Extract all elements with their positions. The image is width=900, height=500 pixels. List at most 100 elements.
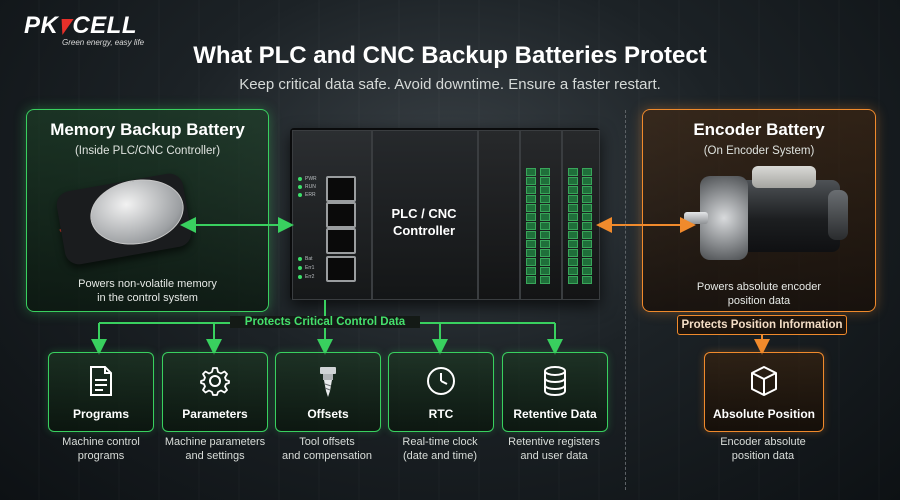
desc-line: Encoder absolute [720,436,806,448]
desc-line: Real-time clock [402,436,478,448]
database-icon [503,365,607,402]
terminal-block [540,168,550,176]
encoder-battery-desc-line1: Powers absolute encoder [696,281,822,293]
led-label: PWR [305,176,317,182]
terminal-block [526,240,536,248]
terminal-block [568,240,578,248]
plc-label-line1: PLC / CNC [391,206,457,221]
motor-end-cap [828,190,848,240]
desc-line: Machine parameters [164,436,266,448]
terminal-block [540,258,550,266]
terminal-block [568,222,578,230]
protects-position-label: Protects Position Information [677,315,847,335]
page-subtitle: Keep critical data safe. Avoid downtime.… [239,76,661,93]
terminal-block [582,231,592,239]
status-led [298,275,302,279]
status-led [298,266,302,270]
terminal-block [568,204,578,212]
terminal-block [568,186,578,194]
led-label: Err2 [305,274,315,280]
terminal-block [526,231,536,239]
terminal-block [582,222,592,230]
card-desc: Real-time clock(date and time) [375,436,505,463]
terminal-block [582,168,592,176]
terminal-block [526,213,536,221]
terminal-block [540,213,550,221]
desc-line: Machine control [62,436,140,448]
ethernet-port [326,176,356,202]
card-title: Absolute Position [713,407,815,421]
terminal-block [568,276,578,284]
terminal-block [540,276,550,284]
desc-line: position data [731,449,795,462]
card-title: Parameters [182,407,248,421]
encoder-battery-subtitle: (On Encoder System) [703,145,815,157]
terminal-block [540,195,550,203]
status-led [298,193,302,197]
tool-icon [276,365,380,404]
terminal-block [568,177,578,185]
terminal-block [568,168,578,176]
desc-line: and user data [520,449,588,462]
cube-icon [705,365,823,402]
terminal-block [568,195,578,203]
terminal-block [582,195,592,203]
terminal-block [582,267,592,275]
section-divider [625,110,626,490]
memory-battery-desc-line2: in the control system [97,292,198,304]
terminal-block [526,195,536,203]
brand-tagline: Green energy, easy life [62,38,145,47]
card-rtc: RTC [388,352,494,432]
ethernet-port [326,202,356,228]
terminal-block [526,276,536,284]
terminal-block [568,231,578,239]
desc-line: programs [77,449,125,462]
encoder-battery-pack [752,166,816,188]
plc-controller-label: PLC / CNC Controller [372,205,476,239]
terminal-block [568,267,578,275]
terminal-block [540,186,550,194]
terminal-block [526,186,536,194]
status-led [298,185,302,189]
led-label: RUN [305,184,316,190]
terminal-block [526,222,536,230]
status-led [298,257,302,261]
clock-icon [389,365,493,402]
plc-io-module [478,130,520,300]
terminal-block [582,240,592,248]
logo-text-post: CELL [72,12,138,39]
terminal-block [540,240,550,248]
terminal-block [582,258,592,266]
terminal-block [568,258,578,266]
terminal-block [582,276,592,284]
terminal-block [582,213,592,221]
card-title: Retentive Data [513,407,597,421]
terminal-block [582,249,592,257]
page-title: What PLC and CNC Backup Batteries Protec… [193,42,707,69]
protects-control-label: Protects Critical Control Data [230,316,420,328]
card-title: Offsets [307,407,349,421]
terminal-block [526,168,536,176]
desc-line: Retentive registers [508,436,600,448]
terminal-block [540,249,550,257]
terminal-block [526,249,536,257]
terminal-block [526,177,536,185]
terminal-block [540,231,550,239]
terminal-block [540,204,550,212]
memory-battery-title: Memory Backup Battery [50,120,245,139]
card-retentive-data: Retentive Data [502,352,608,432]
encoder-battery-title: Encoder Battery [693,120,825,139]
terminal-block [582,186,592,194]
document-icon [49,365,153,402]
terminal-block [582,204,592,212]
desc-line: and settings [185,449,245,462]
led-label: ERR [305,192,316,198]
terminal-block [540,177,550,185]
plc-center-module [372,130,478,300]
card-offsets: Offsets [275,352,381,432]
gear-icon [163,365,267,402]
card-parameters: Parameters [162,352,268,432]
